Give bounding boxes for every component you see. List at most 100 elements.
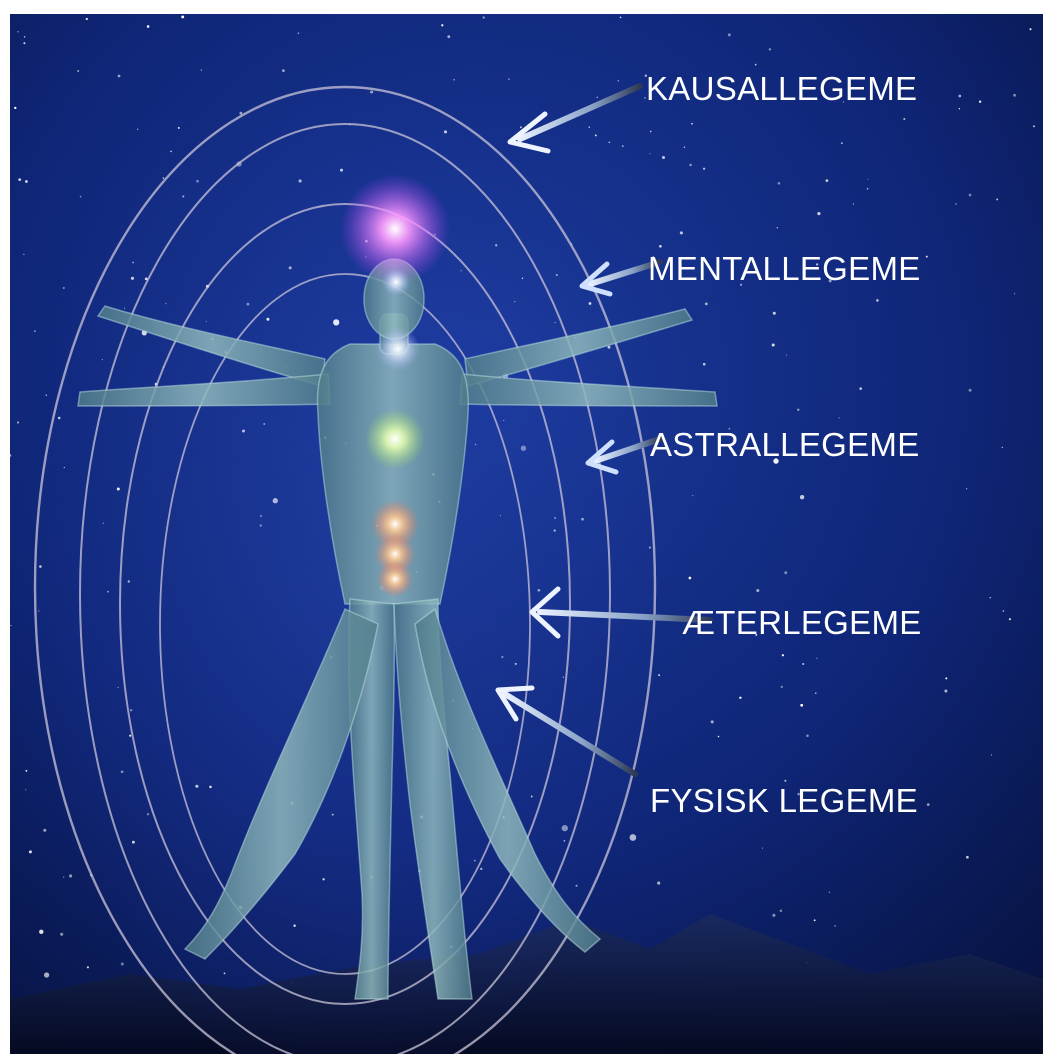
star bbox=[650, 131, 652, 133]
star bbox=[739, 697, 741, 699]
star bbox=[1014, 293, 1015, 294]
star bbox=[903, 118, 905, 120]
star bbox=[34, 330, 36, 332]
star bbox=[996, 198, 998, 200]
star bbox=[780, 910, 783, 913]
label-kausallegeme: KAUSALLEGEME bbox=[646, 70, 917, 107]
star bbox=[649, 153, 650, 154]
star bbox=[784, 571, 787, 574]
star bbox=[25, 180, 28, 183]
star bbox=[773, 312, 776, 315]
star bbox=[859, 387, 862, 390]
label-mentallegeme: MENTALLEGEME bbox=[648, 250, 921, 287]
star bbox=[1002, 447, 1003, 448]
star bbox=[718, 736, 720, 738]
star bbox=[80, 196, 82, 198]
star bbox=[622, 145, 624, 147]
star bbox=[781, 686, 783, 688]
star bbox=[806, 734, 809, 737]
star bbox=[520, 126, 522, 128]
star bbox=[926, 256, 928, 258]
star bbox=[597, 97, 598, 98]
star bbox=[147, 25, 150, 28]
star bbox=[969, 194, 972, 197]
star bbox=[46, 395, 47, 396]
chakra-third-eye bbox=[382, 268, 410, 296]
star bbox=[60, 933, 63, 936]
star bbox=[814, 919, 816, 921]
star bbox=[1003, 610, 1005, 612]
star bbox=[853, 204, 854, 205]
star bbox=[17, 31, 18, 32]
chakra-throat bbox=[376, 327, 420, 371]
star bbox=[772, 343, 775, 346]
star bbox=[657, 882, 660, 885]
star bbox=[137, 129, 138, 130]
subtle-bodies-illustration: KAUSALLEGEME MENTALLEGEME ASTRALLEGEME Æ… bbox=[10, 14, 1043, 1054]
label-fysisk-legeme: FYSISK LEGEME bbox=[650, 782, 918, 819]
star bbox=[608, 141, 610, 143]
star bbox=[170, 151, 172, 153]
star bbox=[841, 142, 843, 144]
star bbox=[121, 963, 124, 966]
star bbox=[876, 299, 879, 302]
star bbox=[1029, 28, 1031, 30]
star bbox=[178, 127, 180, 129]
star bbox=[620, 17, 622, 19]
star bbox=[483, 16, 485, 18]
star bbox=[689, 164, 691, 166]
star bbox=[1009, 618, 1011, 620]
star bbox=[762, 848, 763, 849]
star bbox=[966, 856, 969, 859]
star bbox=[24, 36, 26, 38]
star bbox=[282, 69, 285, 72]
star bbox=[86, 18, 88, 20]
star bbox=[680, 231, 683, 234]
label-astrallegeme: ASTRALLEGEME bbox=[650, 426, 920, 463]
star bbox=[181, 15, 184, 18]
star bbox=[867, 179, 868, 180]
star bbox=[829, 892, 831, 894]
star bbox=[692, 495, 693, 496]
star bbox=[944, 690, 947, 693]
chakra-heart bbox=[365, 409, 425, 469]
star bbox=[815, 692, 816, 693]
star bbox=[958, 95, 961, 98]
star bbox=[453, 79, 454, 80]
star bbox=[298, 32, 300, 34]
star bbox=[816, 658, 817, 659]
star bbox=[778, 182, 781, 185]
star bbox=[867, 188, 869, 190]
star bbox=[201, 69, 202, 70]
star bbox=[662, 156, 665, 159]
star bbox=[703, 168, 705, 170]
star bbox=[618, 80, 620, 82]
star bbox=[800, 495, 804, 499]
star bbox=[43, 829, 46, 832]
star bbox=[756, 589, 759, 592]
star bbox=[1033, 125, 1035, 127]
star bbox=[659, 245, 662, 248]
star bbox=[991, 754, 992, 755]
star bbox=[441, 24, 443, 26]
star bbox=[927, 803, 930, 806]
star bbox=[25, 789, 26, 790]
label-aeterlegeme: ÆTERLEGEME bbox=[682, 604, 922, 641]
star bbox=[658, 674, 660, 676]
star bbox=[800, 704, 803, 707]
star bbox=[17, 421, 19, 423]
star bbox=[29, 850, 32, 853]
star bbox=[87, 966, 89, 968]
star bbox=[777, 227, 778, 228]
star bbox=[684, 147, 686, 149]
star bbox=[691, 123, 693, 125]
star bbox=[10, 625, 11, 626]
star bbox=[63, 287, 65, 289]
star bbox=[817, 212, 820, 215]
star bbox=[118, 75, 121, 78]
star bbox=[630, 834, 637, 841]
star bbox=[802, 663, 804, 665]
star bbox=[69, 874, 72, 877]
star bbox=[447, 35, 450, 38]
star bbox=[595, 134, 597, 136]
